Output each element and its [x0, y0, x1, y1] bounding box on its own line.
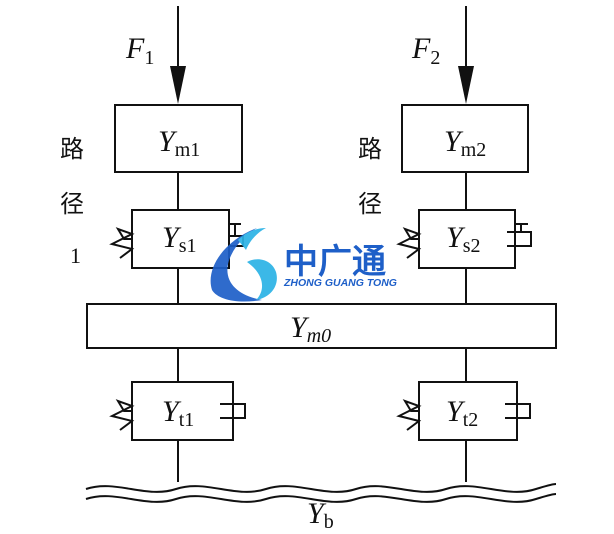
suspension-label-s1: Ys1 [162, 221, 196, 257]
force-arrow-f2 [458, 6, 474, 104]
tire-unit-t2 [396, 381, 531, 441]
damper-icon [505, 398, 531, 419]
mass-label-m1: Ym1 [158, 125, 200, 161]
suspension-unit-s2 [396, 209, 532, 269]
spring-icon [396, 399, 422, 431]
spring-icon [109, 399, 135, 431]
force-label-f1: F1 [125, 32, 154, 69]
watermark-brand-cn: 中广通 [284, 243, 386, 281]
road-surface [85, 483, 557, 503]
damper-icon [507, 223, 532, 247]
watermark-brand-en: ZHONG GUANG TONG [283, 277, 397, 289]
ground-label: Yb [307, 497, 334, 533]
path-label-right-char-1: 路 [358, 135, 382, 163]
mass-label-m0: Ym0 [290, 311, 331, 347]
force-arrow-f1 [170, 6, 186, 104]
tire-label-t2: Yt2 [446, 395, 478, 431]
damper-icon [220, 398, 246, 419]
spring-icon [109, 227, 135, 259]
mass-box-m0 [86, 303, 557, 349]
path-label-right-char-2: 径 [358, 190, 382, 218]
path-label-left-number: 1 [70, 243, 81, 268]
suspension-label-s2: Ys2 [446, 221, 480, 257]
path-label-left-char-1: 路 [60, 135, 84, 163]
mass-label-m2: Ym2 [444, 125, 486, 161]
tire-label-t1: Yt1 [162, 395, 194, 431]
mass-box-m1 [114, 104, 243, 173]
spring-icon [396, 227, 422, 259]
tire-unit-t1 [109, 381, 246, 441]
suspension-unit-s1 [109, 209, 244, 269]
watermark-logo [210, 228, 277, 302]
path-label-left-char-2: 径 [60, 190, 84, 218]
force-label-f2: F2 [411, 32, 440, 69]
